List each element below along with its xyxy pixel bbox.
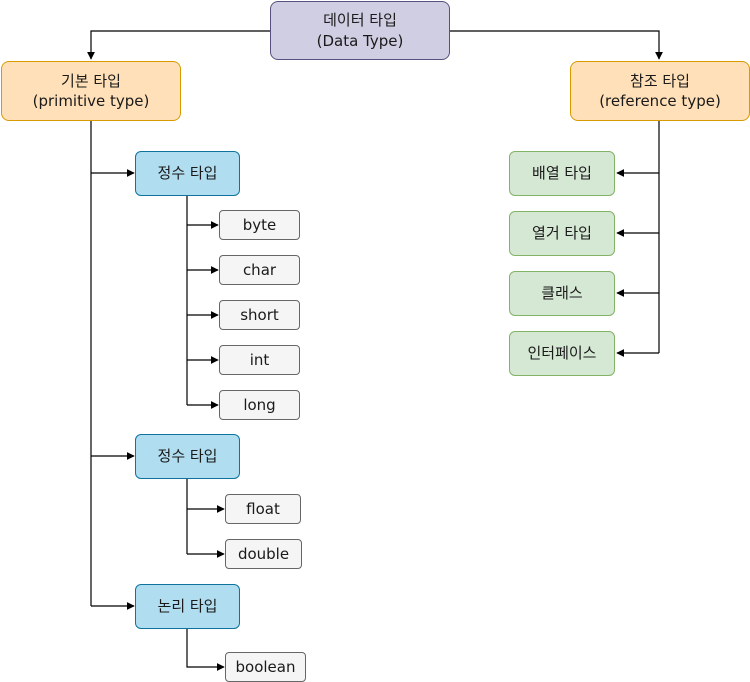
root-subtitle: (Data Type) — [316, 31, 404, 50]
group-integer-node: 정수 타입 — [135, 151, 240, 196]
leaf-int: int — [219, 345, 300, 375]
reference-item-array: 배열 타입 — [509, 151, 615, 196]
reference-subtitle: (reference type) — [599, 92, 721, 110]
reference-item-enum: 열거 타입 — [509, 211, 615, 256]
primitive-type-node: 기본 타입 (primitive type) — [1, 61, 181, 121]
reference-title: 참조 타입 — [630, 71, 690, 90]
primitive-title: 기본 타입 — [61, 71, 121, 90]
root-title: 데이터 타입 — [323, 11, 397, 30]
leaf-byte: byte — [219, 210, 300, 240]
reference-item-interface: 인터페이스 — [509, 331, 615, 376]
leaf-double: double — [225, 539, 302, 569]
leaf-boolean: boolean — [225, 652, 306, 682]
primitive-subtitle: (primitive type) — [32, 92, 150, 110]
group-float-node: 정수 타입 — [135, 434, 240, 479]
leaf-float: float — [225, 494, 301, 524]
reference-item-class: 클래스 — [509, 271, 615, 316]
leaf-char: char — [219, 255, 300, 285]
reference-type-node: 참조 타입 (reference type) — [570, 61, 750, 121]
edge-boolean — [186, 629, 225, 671]
leaf-short: short — [219, 300, 300, 330]
group-logical-node: 논리 타입 — [135, 584, 240, 629]
edge-root-reference — [450, 30, 663, 60]
leaf-long: long — [219, 390, 300, 420]
edge-root-primitive — [87, 30, 270, 60]
root-node: 데이터 타입 (Data Type) — [270, 1, 450, 60]
